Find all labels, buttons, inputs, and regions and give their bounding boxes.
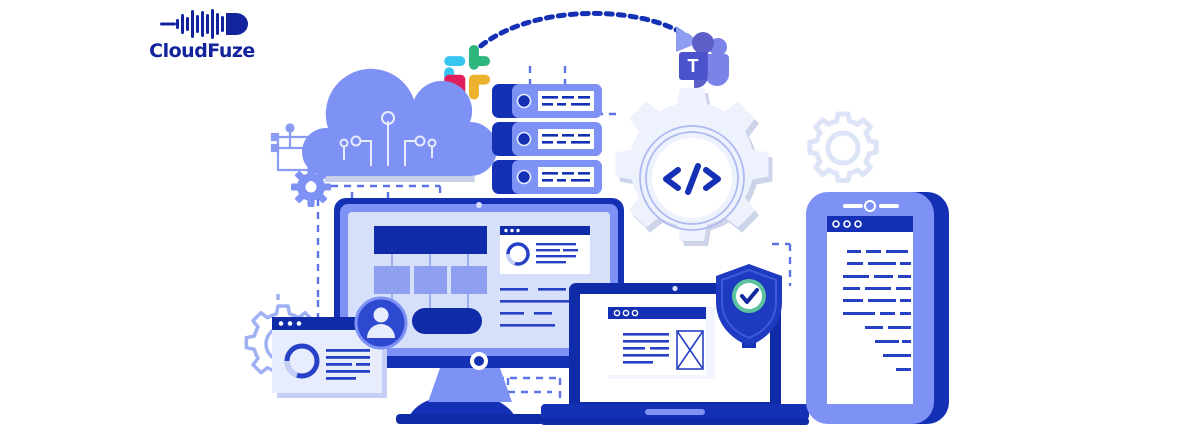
- browser-card: [272, 317, 387, 398]
- cloudfuze-logo[interactable]: CloudFuze: [142, 8, 262, 64]
- code-gear: [615, 88, 773, 246]
- server-unit: [492, 160, 602, 194]
- laptop-window: [608, 307, 715, 379]
- cloud-graphic: [302, 68, 497, 182]
- security-shield: [716, 264, 782, 348]
- server-unit: [492, 122, 602, 156]
- svg-text:T: T: [688, 56, 699, 76]
- teams-logo: T: [679, 32, 729, 88]
- solid-gear-small: [291, 167, 331, 207]
- soundwave-logo-icon: [160, 9, 248, 39]
- migration-arrow: [469, 10, 700, 57]
- smartphone: [806, 192, 949, 424]
- phone-code-lines: [843, 250, 911, 371]
- connector-lines: [316, 66, 792, 412]
- server-stack: [492, 84, 602, 194]
- monitor-card: [500, 226, 590, 274]
- outline-gear-right: [807, 111, 879, 183]
- server-unit: [492, 84, 602, 118]
- user-avatar: [354, 296, 408, 350]
- logo-text: CloudFuze: [149, 40, 255, 62]
- image-placeholder-icon: [676, 330, 704, 370]
- monitor-diagram: [374, 226, 487, 334]
- monitor-text-rows: [500, 288, 578, 327]
